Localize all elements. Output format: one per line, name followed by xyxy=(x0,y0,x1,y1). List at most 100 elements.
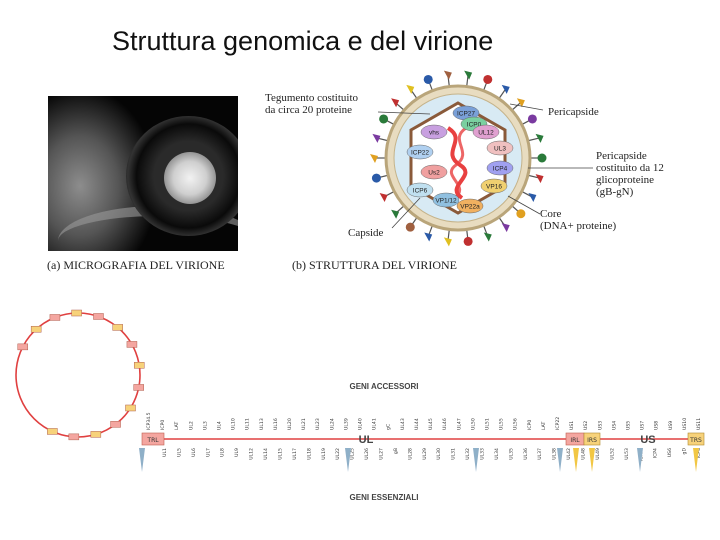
gene-label: UL42 xyxy=(566,448,572,460)
tegument-protein xyxy=(486,140,514,156)
tegument-protein xyxy=(486,160,514,176)
gene-label: UL32 xyxy=(465,448,471,460)
gene-label: UL11 xyxy=(245,418,251,430)
gene-label: UL46 xyxy=(442,418,448,430)
gene-label: UL14 xyxy=(263,448,269,460)
gene-label: UL44 xyxy=(414,418,420,430)
glycoprotein-spike xyxy=(528,193,537,203)
gene-label: UL48 xyxy=(581,448,587,460)
tegument-protein xyxy=(420,124,448,140)
gene-label: gB xyxy=(393,448,399,454)
gene-marker xyxy=(473,448,479,472)
gene-label: UL27 xyxy=(378,448,384,460)
glycoprotein-spike xyxy=(483,232,492,242)
gene-label: UL43 xyxy=(400,418,406,430)
gene-label: UL8 xyxy=(220,448,226,457)
glycoprotein-spike xyxy=(424,232,433,242)
gene-label: UL6 xyxy=(191,448,197,457)
gene-label: UL51 xyxy=(484,418,490,430)
gene-label: UL2 xyxy=(188,421,194,430)
gene-label: UL50 xyxy=(470,418,476,430)
gene-label: LAT xyxy=(541,422,547,430)
glycoprotein-spike xyxy=(516,209,526,219)
gene-marker xyxy=(557,448,563,472)
gene-label: US3 xyxy=(597,421,603,430)
gene-marker xyxy=(693,448,699,472)
dna-strand-2 xyxy=(449,126,467,200)
tegument-protein-label: ICP22 xyxy=(411,150,429,157)
gene-label: UL45 xyxy=(428,418,434,430)
gene-label: UL34 xyxy=(494,448,500,460)
gene-label: US1 xyxy=(569,421,575,430)
gene-label: UL20 xyxy=(287,418,293,430)
gene-label: gC xyxy=(386,424,392,430)
gene-label: US9 xyxy=(668,421,674,430)
trl-label: TRL xyxy=(146,437,159,444)
gene-label: UL55 xyxy=(499,418,505,430)
genome-segment xyxy=(47,428,58,435)
capsid-label: Capside xyxy=(348,227,384,239)
gene-label: UL33 xyxy=(480,448,486,460)
gene-label: UL23 xyxy=(315,418,321,430)
gene-label: UL21 xyxy=(301,418,307,430)
glycoprotein-spike xyxy=(516,98,525,108)
glycoprotein-spike xyxy=(535,133,544,143)
gene-label: UL16 xyxy=(273,418,279,430)
gene-label: UL30 xyxy=(436,448,442,460)
glycoprotein-spike xyxy=(463,236,473,246)
irl-label: IRL xyxy=(570,437,580,444)
gene-label: LAT xyxy=(174,422,180,430)
gene-label: UL17 xyxy=(292,448,298,460)
gene-label: UL41 xyxy=(372,418,378,430)
pericapsid-label: Pericapside xyxy=(548,106,599,118)
tegument-protein-label: VP1/12 xyxy=(435,198,457,205)
glycoprotein-spike xyxy=(372,133,381,143)
glycoprotein-spike xyxy=(535,174,544,184)
tegument-protein-label: ICP6 xyxy=(413,188,428,195)
gene-label: US5 xyxy=(625,421,631,430)
genome-segment xyxy=(133,362,145,369)
genome-segment xyxy=(110,421,121,428)
irs-box xyxy=(583,432,601,446)
gene-label: ICP0 xyxy=(160,420,166,430)
core-label: Core(DNA+ proteine) xyxy=(540,208,617,232)
gene-label: UL12 xyxy=(249,448,255,460)
gene-markers xyxy=(139,448,699,472)
gene-label: UL1 xyxy=(162,448,168,457)
essential-genes-label: GENI ESSENZIALI xyxy=(350,493,419,502)
virion-micrograph xyxy=(48,96,238,251)
micrograph-caption: (a) MICROGRAFIA DEL VIRIONE xyxy=(47,258,225,272)
dna-strand xyxy=(446,126,468,200)
gene-label: UL35 xyxy=(508,448,514,460)
tegument-protein-label: VP16 xyxy=(486,184,502,191)
gene-label: UL13 xyxy=(259,418,265,430)
glycoprotein-spike xyxy=(464,70,473,80)
gene-label: US11 xyxy=(696,418,702,430)
accessory-genes-label: GENI ACCESSORI xyxy=(349,382,418,391)
gene-label: UL40 xyxy=(358,418,364,430)
glycoprotein-spikes xyxy=(370,70,547,247)
gene-label: US10 xyxy=(682,418,688,430)
gene-label: UL7 xyxy=(205,448,211,457)
tegument-protein-label: UL3 xyxy=(494,146,506,153)
genome-segment xyxy=(17,343,29,351)
glycoprotein-spike xyxy=(501,223,510,233)
page-title: Struttura genomica e del virione xyxy=(112,26,494,56)
gene-label: UL38 xyxy=(552,448,558,460)
glycoprotein-spike xyxy=(405,222,415,232)
tegument-protein xyxy=(472,124,500,140)
tegument-protein xyxy=(406,144,434,160)
irs-label: IRS xyxy=(587,437,597,444)
gene-label: UL39 xyxy=(343,418,349,430)
glycoprotein-spike xyxy=(501,84,510,94)
gene-label: UL25 xyxy=(350,448,356,460)
tegument-protein xyxy=(420,164,448,180)
glycoprotein-spike xyxy=(443,70,452,80)
tegument-protein-label: ICP0 xyxy=(467,122,482,129)
